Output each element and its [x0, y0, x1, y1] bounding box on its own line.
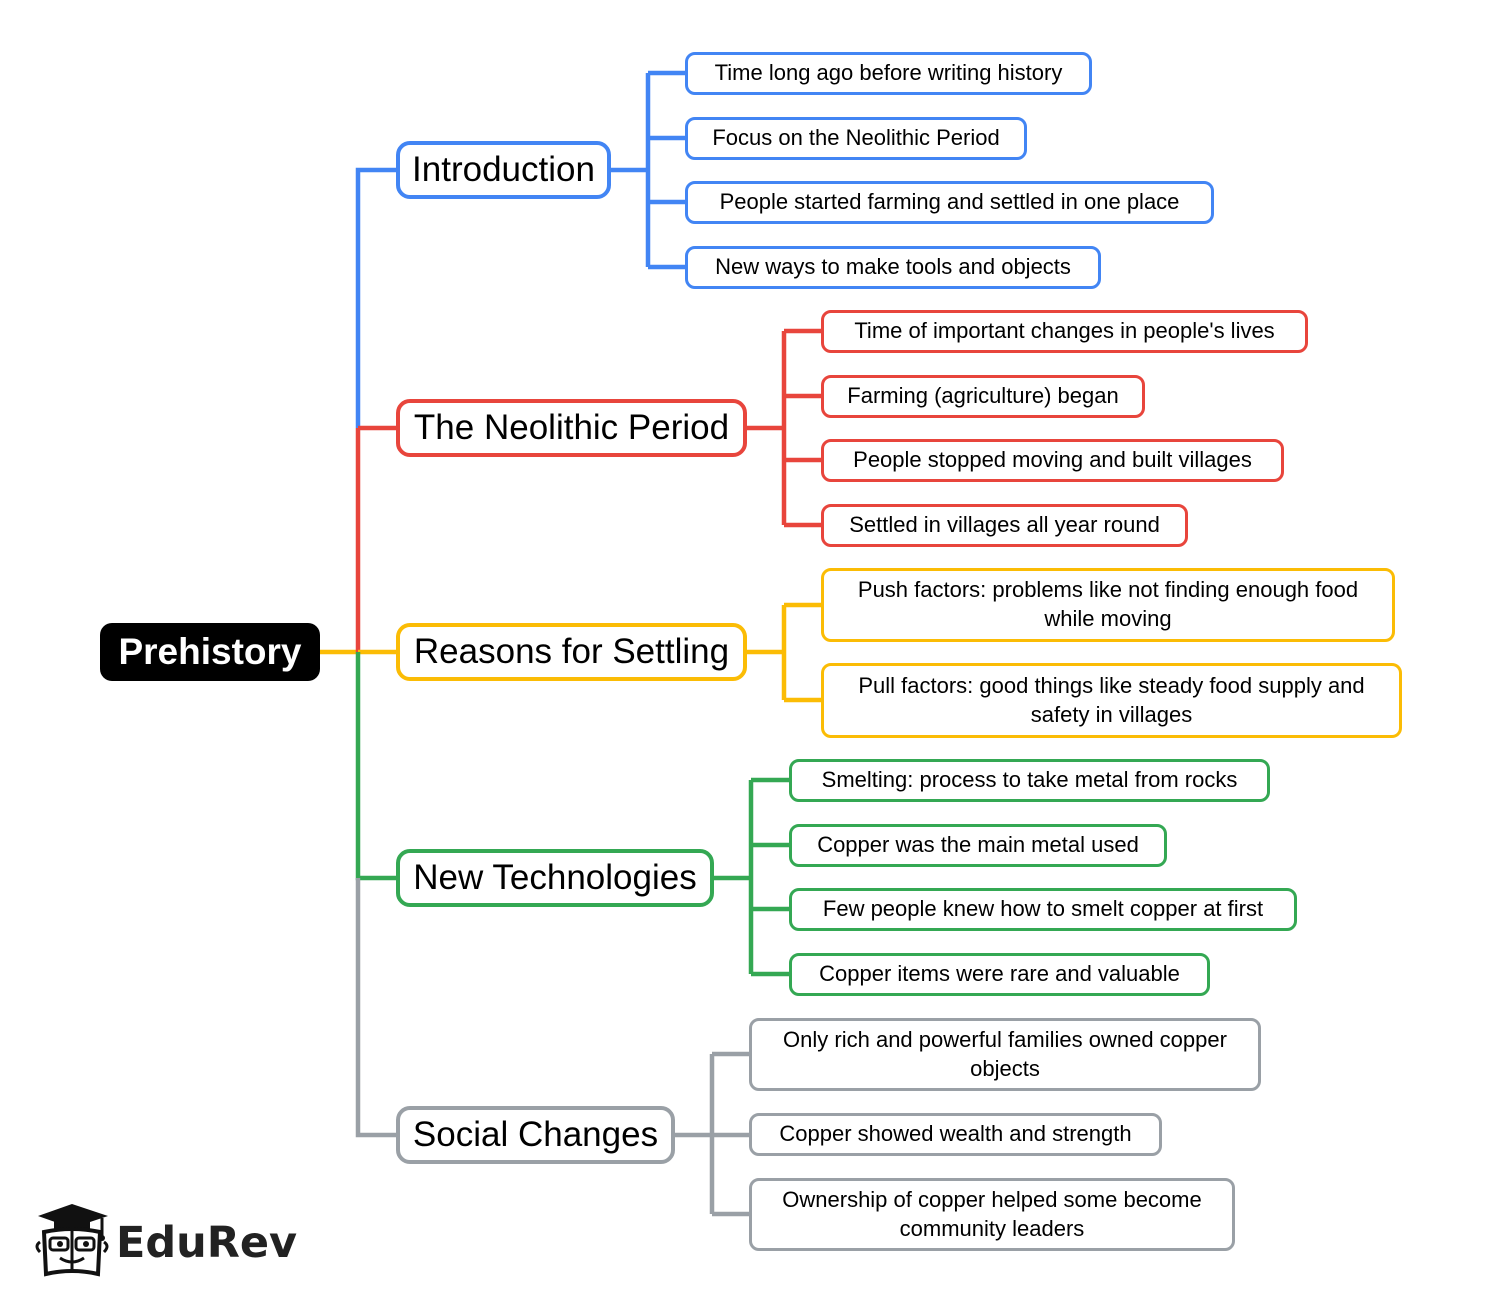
leaf-tech-2: Copper was the main metal used	[789, 824, 1167, 867]
leaf-intro-2: Focus on the Neolithic Period	[685, 117, 1027, 160]
trunk-red	[355, 425, 396, 652]
leaf-reasons-push: Push factors: problems like not finding …	[821, 568, 1395, 642]
leaf-tech-4: Copper items were rare and valuable	[789, 953, 1210, 996]
reasons-connectors	[747, 602, 821, 703]
leaf-neolithic-3: People stopped moving and built villages	[821, 439, 1284, 482]
trunk-blue	[355, 167, 396, 428]
leaf-intro-3: People started farming and settled in on…	[685, 181, 1214, 224]
branch-social-changes: Social Changes	[396, 1106, 675, 1164]
intro-connectors	[611, 70, 685, 270]
edurev-logo-text: EduRev	[116, 1218, 298, 1268]
leaf-tech-1: Smelting: process to take metal from roc…	[789, 759, 1270, 802]
leaf-neolithic-4: Settled in villages all year round	[821, 504, 1188, 547]
technologies-connectors	[714, 777, 789, 977]
branch-neolithic-period: The Neolithic Period	[396, 399, 747, 457]
leaf-intro-1: Time long ago before writing history	[685, 52, 1092, 95]
leaf-intro-4: New ways to make tools and objects	[685, 246, 1101, 289]
social-connectors	[675, 1051, 749, 1217]
leaf-neolithic-1: Time of important changes in people's li…	[821, 310, 1308, 353]
trunk-gray	[355, 878, 396, 1138]
leaf-tech-3: Few people knew how to smelt copper at f…	[789, 888, 1297, 931]
neolithic-connectors	[747, 328, 821, 528]
graduation-cap-mascot-icon	[35, 1204, 109, 1277]
branch-reasons-for-settling: Reasons for Settling	[396, 623, 747, 681]
branch-new-technologies: New Technologies	[396, 849, 714, 907]
branch-introduction: Introduction	[396, 141, 611, 199]
leaf-social-3: Ownership of copper helped some become c…	[749, 1178, 1235, 1251]
leaf-reasons-pull: Pull factors: good things like steady fo…	[821, 663, 1402, 738]
leaf-social-2: Copper showed wealth and strength	[749, 1113, 1162, 1156]
leaf-neolithic-2: Farming (agriculture) began	[821, 375, 1145, 418]
leaf-social-1: Only rich and powerful families owned co…	[749, 1018, 1261, 1091]
root-node: Prehistory	[100, 623, 320, 681]
trunk-green	[355, 652, 396, 881]
